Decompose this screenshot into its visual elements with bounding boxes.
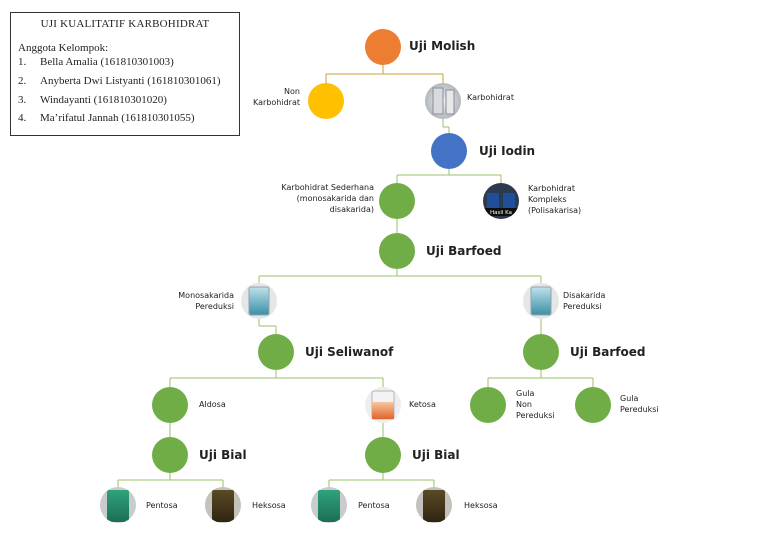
kompleks-label: Karbohidrat Kompleks (Polisakarisa) [528, 183, 581, 216]
bial-1-node [152, 437, 188, 473]
label-line: Karbohidrat [253, 98, 300, 107]
label-line: disakarida) [329, 205, 374, 214]
seliwanof-label: Uji Seliwanof [305, 345, 394, 359]
info-title: UJI KUALITATIF KARBOHIDRAT [40, 18, 210, 30]
barfoed-node [379, 233, 415, 269]
pentosa-2-photo [311, 487, 347, 523]
aldosa-label: Aldosa [199, 400, 226, 409]
gula-non-pereduksi-label: Gula Non Pereduksi [516, 388, 555, 421]
label-line: (Polisakarisa) [528, 206, 582, 215]
member-item: 3. Windayanti (161810301020) [18, 94, 167, 106]
disakarida-photo [523, 283, 559, 319]
pentosa-1-photo [100, 487, 136, 523]
member-num: 2. [18, 75, 27, 87]
label-line: Pereduksi [195, 302, 234, 311]
label-line: Gula [620, 394, 639, 403]
label-line: Pereduksi [516, 411, 555, 420]
karbohidrat-label: Karbohidrat [467, 93, 514, 102]
barfoed-2-label: Uji Barfoed [570, 345, 646, 359]
bial-2-node [365, 437, 401, 473]
gula-pereduksi-node [575, 387, 611, 423]
member-item: 4. Ma’rifatul Jannah (161810301055) [18, 112, 195, 124]
label-line: Kompleks [528, 195, 567, 204]
heksosa-2-label: Heksosa [464, 501, 498, 510]
iodin-node [431, 133, 467, 169]
label-line: Karbohidrat [528, 184, 575, 193]
bial-2-label: Uji Bial [412, 448, 460, 462]
label-line: Gula [516, 389, 535, 398]
non-karbohidrat-node [308, 83, 344, 119]
heksosa-1-photo [205, 487, 241, 523]
aldosa-node [152, 387, 188, 423]
member-item: 2. Anyberta Dwi Listyanti (161810301061) [18, 75, 221, 87]
member-name: Anyberta Dwi Listyanti (161810301061) [40, 75, 221, 87]
iodin-label: Uji Iodin [479, 144, 536, 158]
label-line: Karbohidrat Sederhana [281, 183, 374, 192]
pentosa-2-label: Pentosa [358, 501, 390, 510]
connector-lines-top [325, 64, 444, 83]
seliwanof-node [258, 334, 294, 370]
karbohidrat-photo [425, 83, 461, 119]
ketosa-label: Ketosa [409, 400, 436, 409]
molish-node [365, 29, 401, 65]
barfoed-label: Uji Barfoed [426, 244, 502, 258]
heksosa-1-label: Heksosa [252, 501, 286, 510]
member-num: 4. [18, 112, 27, 124]
bial-1-label: Uji Bial [199, 448, 247, 462]
label-line: Monosakarida [178, 291, 234, 300]
kompleks-photo-caption: Hasil Ka [490, 210, 512, 216]
member-name: Bella Amalia (161810301003) [40, 56, 174, 68]
label-line: Disakarida [563, 291, 606, 300]
gula-pereduksi-label: Gula Pereduksi [620, 393, 659, 415]
sederhana-node [379, 183, 415, 219]
gula-non-pereduksi-node [470, 387, 506, 423]
ketosa-photo [365, 387, 401, 423]
label-line: Non [284, 87, 300, 96]
info-subtitle: Anggota Kelompok: [18, 42, 109, 54]
disakarida-label: Disakarida Pereduksi [563, 290, 605, 312]
mono-photo [241, 283, 277, 319]
member-num: 1. [18, 56, 27, 68]
non-karbohidrat-label: Non Karbohidrat [253, 86, 300, 108]
label-line: Pereduksi [563, 302, 602, 311]
member-num: 3. [18, 94, 27, 106]
kompleks-photo: Hasil Ka [483, 183, 519, 219]
member-name: Windayanti (161810301020) [40, 94, 167, 106]
pentosa-1-label: Pentosa [146, 501, 178, 510]
sederhana-label: Karbohidrat Sederhana (monosakarida dan … [281, 182, 374, 215]
member-item: 1. Bella Amalia (161810301003) [18, 56, 174, 68]
label-line: Pereduksi [620, 405, 659, 414]
label-line: Non [516, 400, 532, 409]
group-info-box: UJI KUALITATIF KARBOHIDRAT Anggota Kelom… [10, 12, 240, 136]
label-line: (monosakarida dan [296, 194, 374, 203]
molish-label: Uji Molish [409, 39, 476, 53]
mono-label: Monosakarida Pereduksi [178, 290, 234, 312]
heksosa-2-photo [416, 487, 452, 523]
member-name: Ma’rifatul Jannah (161810301055) [40, 112, 195, 124]
barfoed-2-node [523, 334, 559, 370]
